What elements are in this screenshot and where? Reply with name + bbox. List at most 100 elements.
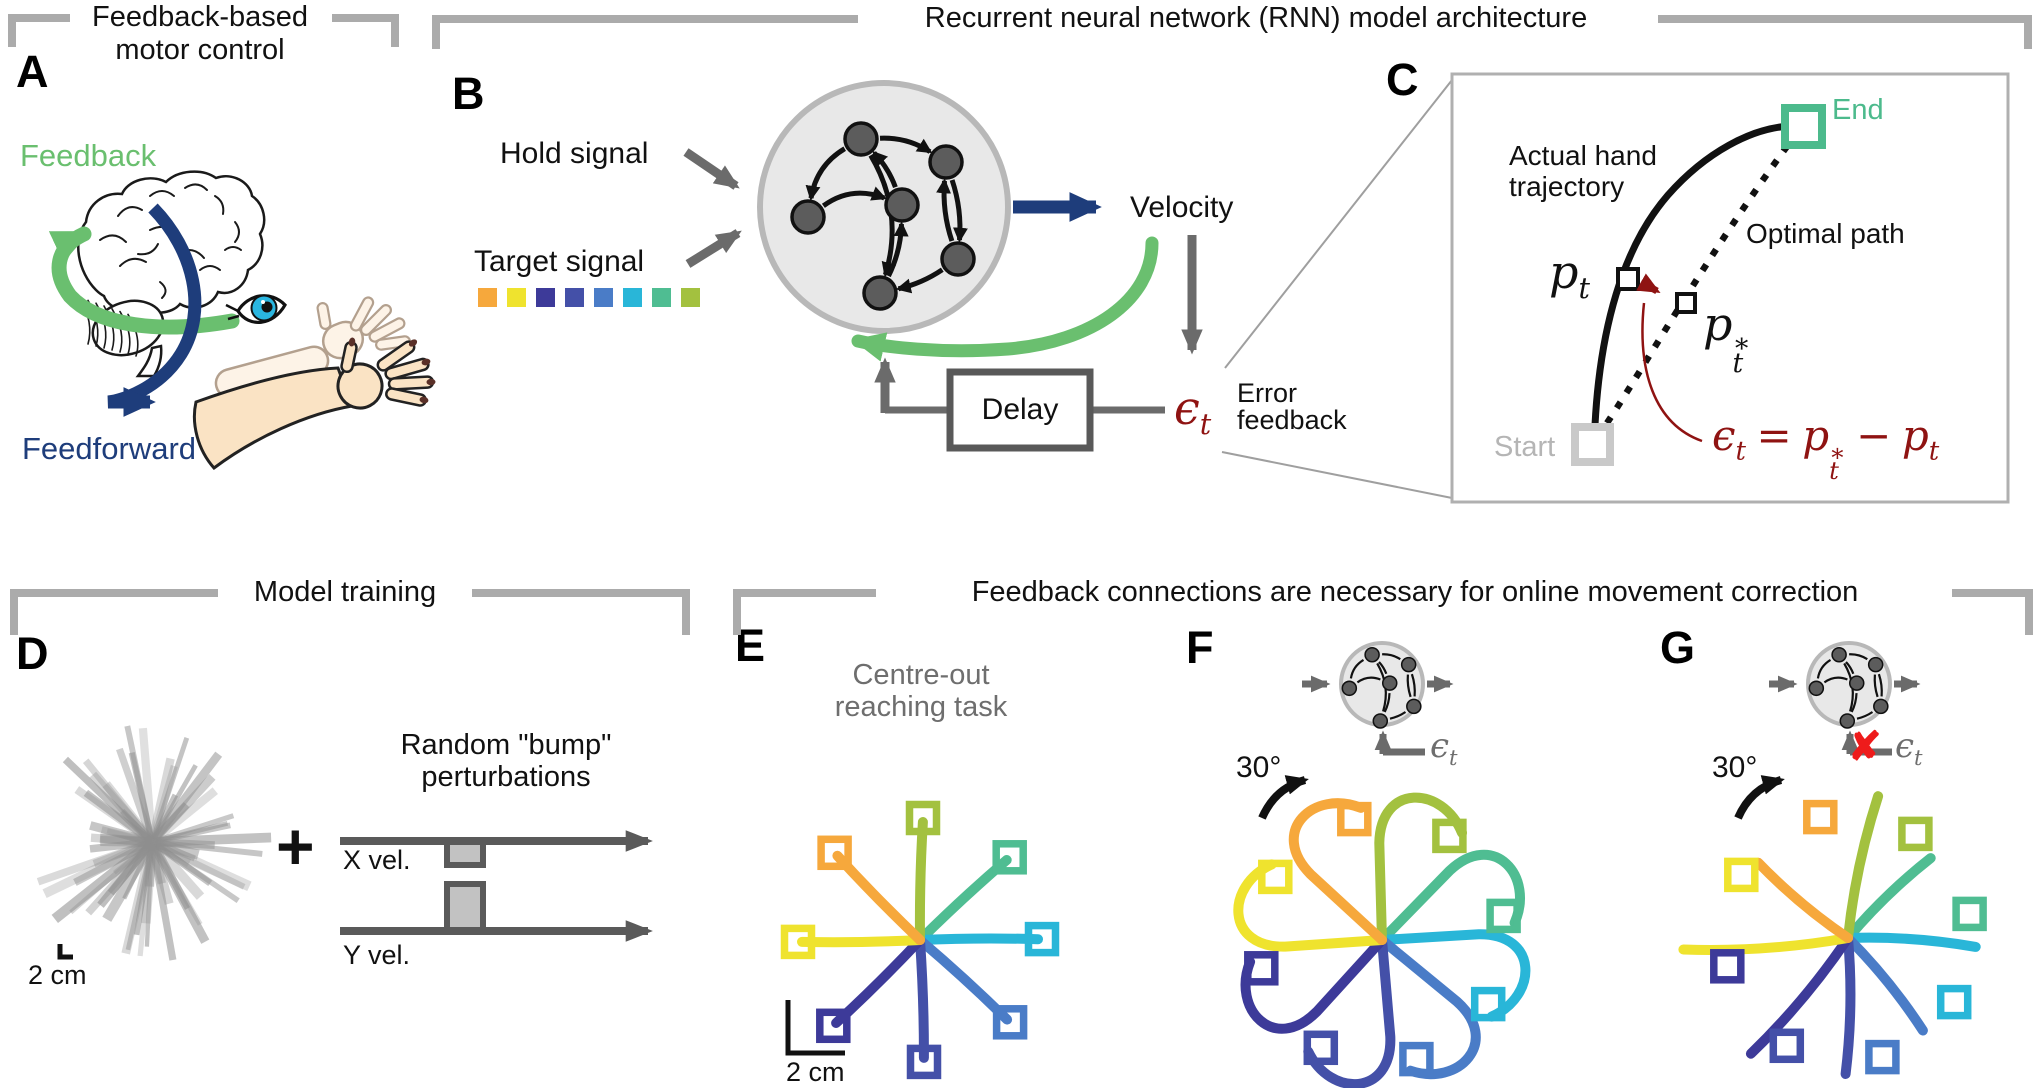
bracket-d	[10, 589, 18, 635]
feedforward-label: Feedforward	[22, 431, 197, 466]
target-color-square	[507, 288, 526, 307]
error-vector-arrow	[1636, 273, 1661, 295]
velocity-label: Velocity	[1130, 191, 1234, 224]
bracket-a	[332, 14, 399, 22]
rnn-network	[790, 121, 976, 311]
rnn-node	[928, 144, 964, 180]
bracket-b	[432, 15, 440, 49]
panel-label-b: B	[452, 68, 485, 119]
rnn-network	[1808, 646, 1889, 729]
hand-trajectory-inset	[1450, 72, 2010, 504]
rnn-node	[1341, 680, 1358, 697]
reach-trajectory-down	[1840, 933, 1856, 1079]
reach-target-square-upper-right	[1952, 896, 1987, 932]
section-title-rnn-architecture: Recurrent neural network (RNN) model arc…	[924, 2, 1588, 34]
blocked-feedback-x-icon: ✘	[1848, 725, 1882, 769]
rnn-node	[1848, 675, 1865, 691]
start-square	[1571, 423, 1614, 466]
reach-target-square-down	[906, 1044, 942, 1080]
error-epsilon-symbol: ϵt	[1174, 381, 1212, 442]
optimal-path-label: Optimal path	[1746, 218, 1905, 249]
reach-trajectory-down	[1303, 935, 1396, 1088]
bracket-efg	[1952, 589, 2033, 597]
rotation-arrow-f	[1258, 775, 1309, 820]
rotation-with-feedback-star-f	[1233, 792, 1531, 1088]
rnn-node	[940, 241, 976, 277]
x-velocity-label: X vel.	[343, 845, 411, 875]
arm-front	[192, 337, 436, 471]
error-feedback-label-line2: feedback	[1237, 405, 1347, 435]
reach-target-square-lower-right	[992, 1005, 1028, 1040]
error-feedback-label-line1: Error	[1237, 378, 1297, 408]
rnn-node	[1406, 698, 1422, 715]
mini-rnn-f	[1302, 641, 1454, 756]
reach-target-square-up	[1898, 816, 1933, 852]
feedforward-arrow	[107, 203, 202, 417]
bracket-efg	[733, 589, 741, 635]
reach-target-square-left	[780, 924, 816, 960]
rnn-node	[1808, 680, 1825, 697]
reach-trajectory-right	[1843, 932, 1981, 952]
actual-trajectory-curve	[1591, 122, 1791, 426]
reach-target-square-left	[1258, 859, 1293, 895]
y-bump	[444, 881, 486, 934]
reach-target-square-down	[1303, 1030, 1339, 1066]
error-equation: ϵt=p∗t−pt	[1712, 411, 1940, 486]
bracket-d	[10, 589, 218, 597]
target-signal-arrow	[685, 229, 742, 268]
reach-target-square-right	[1024, 921, 1060, 957]
hold-signal-label: Hold signal	[500, 137, 649, 170]
rnn-node	[862, 275, 898, 311]
reach-target-square-left	[1724, 857, 1759, 893]
pt-square	[1616, 267, 1640, 291]
random-bump-label-line1: Random "bump"	[400, 729, 612, 761]
actual-trajectory-label-line2: trajectory	[1509, 171, 1625, 202]
section-title-model-training: Model training	[253, 576, 437, 608]
delay-label: Delay	[981, 393, 1059, 426]
feedback-green-arrow	[851, 236, 1159, 362]
bracket-efg	[2025, 589, 2033, 635]
start-label: Start	[1494, 431, 1556, 463]
rnn-node	[884, 187, 920, 223]
rnn-node	[1400, 656, 1417, 673]
reach-target-square-right	[1470, 986, 1506, 1022]
eye-icon	[225, 294, 287, 324]
epsilon-label-g: ϵt	[1895, 726, 1923, 770]
bracket-a	[391, 14, 399, 47]
scale-label-d: 2 cm	[28, 960, 87, 990]
reach-target-square-lower-left	[1244, 951, 1279, 986]
reach-trajectory-right	[1377, 929, 1531, 1022]
panel-label-a: A	[16, 46, 49, 97]
rnn-network	[1341, 646, 1422, 729]
rnn-node	[1867, 656, 1884, 673]
reach-trajectory-up	[914, 817, 928, 945]
bracket-efg	[733, 589, 876, 597]
target-color-square	[478, 288, 497, 307]
rnn-node	[1381, 675, 1398, 691]
target-color-square	[565, 288, 584, 307]
epsilon-label-f: ϵt	[1430, 726, 1458, 770]
target-color-square	[681, 288, 700, 307]
target-color-square	[536, 288, 555, 307]
reach-trajectory-upper-left	[1753, 857, 1853, 943]
reach-trajectory-left	[1678, 933, 1853, 955]
reach-trajectory-down	[915, 935, 929, 1063]
panel-label-d: D	[16, 628, 49, 679]
scale-label-e: 2 cm	[786, 1057, 845, 1087]
centre-out-star-e	[780, 800, 1060, 1080]
pt-label: pt	[1549, 245, 1590, 306]
feedback-motor-illustration	[48, 170, 436, 471]
reach-trajectory-left	[1233, 859, 1387, 952]
panel-label-f: F	[1186, 622, 1214, 673]
section-title-feedback-connections: Feedback connections are necessary for o…	[971, 576, 1859, 608]
training-trajectories-starburst	[36, 725, 272, 961]
reach-trajectory-lower-left	[1745, 933, 1853, 1059]
y-velocity-label: Y vel.	[343, 940, 411, 970]
bracket-d	[682, 589, 690, 635]
reach-target-square-upper-left	[1803, 799, 1838, 835]
hold-signal-arrow	[683, 148, 740, 190]
reach-trajectory-right	[915, 933, 1043, 945]
feedback-label: Feedback	[20, 138, 157, 173]
bracket-b	[2024, 15, 2032, 49]
